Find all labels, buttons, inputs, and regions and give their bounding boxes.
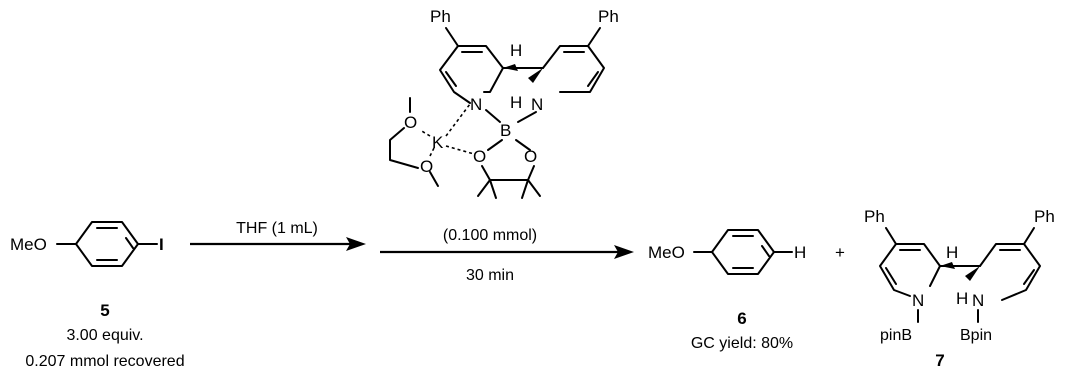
product-7: Ph H Ph N H N pinB Bpin 7 (864, 207, 1055, 370)
benzene-ring (56, 221, 158, 267)
hydrogen-label-product: H (794, 243, 806, 262)
hydrogen-label-bottom: H (510, 93, 522, 112)
arrow-step-1: THF (1 mL) (190, 220, 366, 251)
methoxy-label-product: MeO (648, 243, 685, 262)
reagent-amount: (0.100 mmol) (443, 227, 537, 244)
potassium-label: K (432, 133, 444, 152)
product-6: MeO H 6 GC yield: 80% (648, 229, 806, 352)
nitrogen-label-left: N (470, 95, 482, 114)
nitrogen-label-right: N (531, 95, 543, 114)
reagent-complex: Ph H Ph N H N B O O K (389, 7, 619, 199)
compound-number-5: 5 (100, 301, 109, 320)
hydrogen-label-7-top: H (946, 243, 958, 262)
product-yield: GC yield: 80% (691, 335, 793, 352)
hydrogen-label-top: H (510, 41, 522, 60)
methoxy-label: MeO (10, 235, 47, 254)
phenyl-label-7-right: Ph (1034, 207, 1055, 226)
nitrogen-label-7-left: N (912, 291, 924, 310)
reactant-5: MeO I 5 3.00 equiv. 0.207 mmol recovered (10, 221, 185, 370)
reactant-recovered: 0.207 mmol recovered (25, 353, 184, 370)
iodine-label: I (159, 235, 164, 254)
phenyl-label-7-left: Ph (864, 207, 885, 226)
reactant-equivalents: 3.00 equiv. (66, 327, 143, 344)
plus-sign: + (835, 243, 845, 262)
nitrogen-label-7-right: N (972, 291, 984, 310)
compound-number-6: 6 (737, 309, 746, 328)
oxygen-label-dme-top: O (404, 113, 417, 132)
compound-number-7: 7 (935, 351, 944, 370)
arrow-step-2: (0.100 mmol) 30 min (380, 227, 634, 284)
pinb-label: pinB (880, 327, 912, 344)
phenyl-label-left: Ph (430, 7, 451, 26)
reaction-time: 30 min (466, 267, 514, 284)
step1-conditions: THF (1 mL) (236, 220, 318, 237)
boron-label: B (500, 121, 511, 140)
phenyl-label-right: Ph (598, 7, 619, 26)
oxygen-label-pin-right: O (524, 147, 537, 166)
hydrogen-label-7-bottom: H (956, 289, 968, 308)
oxygen-label-pin-left: O (473, 147, 486, 166)
bpin-label: Bpin (960, 327, 992, 344)
